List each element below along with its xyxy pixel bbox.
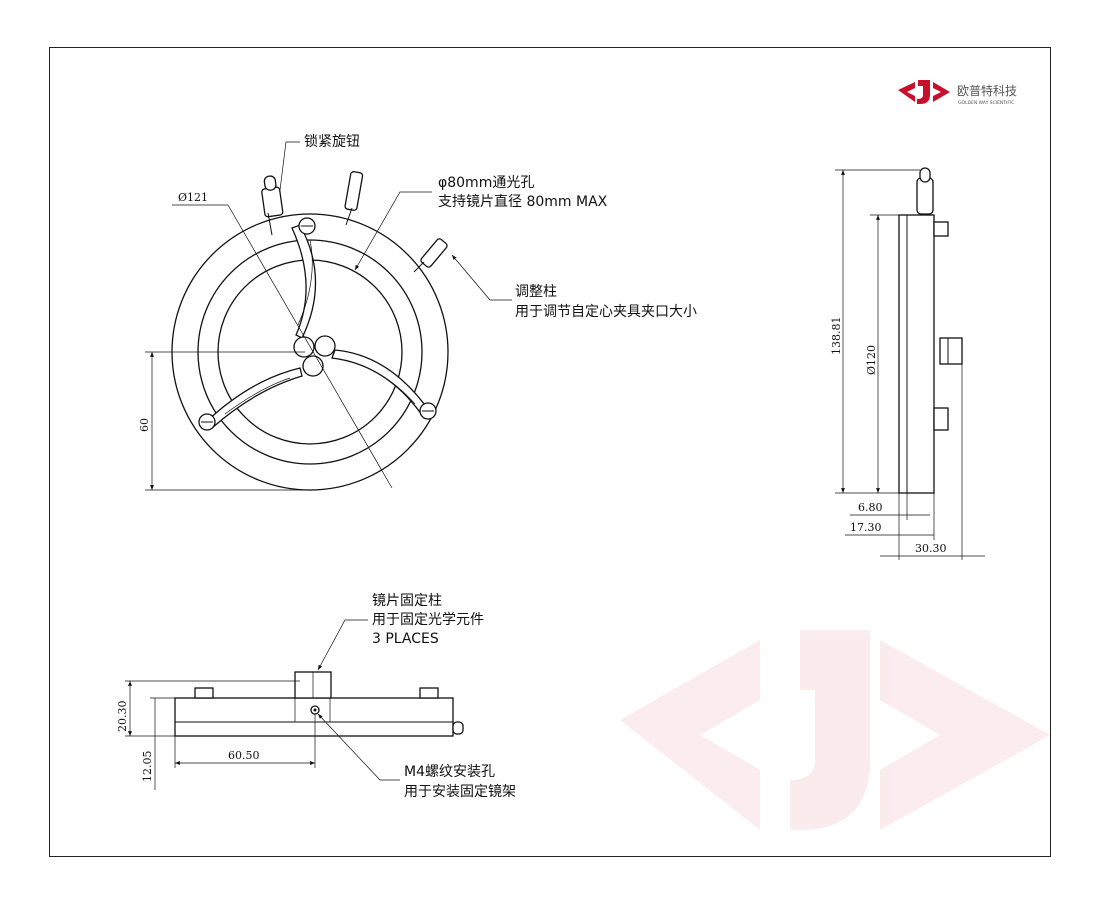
- roller-1: [293, 336, 315, 358]
- logo-mark-right: [933, 82, 950, 102]
- dim-bore: Ø120: [865, 345, 878, 375]
- side-post: [939, 337, 963, 365]
- dim-c: 30.30: [915, 542, 947, 555]
- label-adjust-2: 用于调节自定心夹具夹口大小: [515, 304, 697, 320]
- label-adjust-1: 调整柱: [515, 284, 557, 300]
- label-hole-2: 用于安装固定镜架: [404, 784, 516, 800]
- side-knob: [916, 177, 934, 215]
- jaw-arm-top: [291, 224, 317, 339]
- side-body: [898, 214, 935, 494]
- dim-b: 17.30: [850, 521, 882, 534]
- lock-knob: [261, 175, 284, 236]
- dim-h1: 20.30: [116, 701, 129, 733]
- label-post-1: 镜片固定柱: [372, 593, 442, 609]
- dim-h2: 12.05: [141, 751, 154, 783]
- bottom-plate: [174, 697, 454, 737]
- label-aperture-2: 支持镜片直径 80mm MAX: [438, 193, 608, 210]
- front-view: Ø121 60 锁紧旋钮 φ80mm通光孔 支持镜片直径 80mm MAX 调整…: [138, 134, 697, 491]
- side-tab-bottom: [933, 407, 949, 431]
- roller-3: [302, 355, 324, 377]
- dim-total-height: 138.81: [830, 317, 843, 356]
- diameter-dim-line: [227, 204, 393, 489]
- label-lock-knob: 锁紧旋钮: [304, 134, 360, 150]
- logo-cn: 欧普特科技: [957, 83, 1017, 98]
- label-hole-1: M4螺纹安装孔: [404, 764, 495, 780]
- roller-2: [314, 335, 336, 357]
- side-tab-top: [933, 221, 949, 237]
- adjust-post-right: [413, 238, 448, 273]
- dim-height: 60: [138, 418, 151, 432]
- bottom-view: 20.30 12.05 60.50 镜片固定柱 用于固定光学元件 3 PLACE…: [116, 593, 516, 800]
- company-logo: 欧普特科技 GOLDEN WAY SCIENTIFIC: [898, 80, 1017, 106]
- label-post-3: 3 PLACES: [372, 631, 439, 647]
- dim-outer-diameter: Ø121: [178, 191, 208, 204]
- drawing-frame: [49, 47, 1051, 857]
- dim-a: 6.80: [858, 501, 883, 514]
- logo-mark-mid: [917, 80, 930, 104]
- watermark-logo: [620, 630, 1050, 830]
- label-aperture-1: φ80mm通光孔: [438, 175, 534, 191]
- logo-mark-left: [898, 82, 915, 102]
- logo-en: GOLDEN WAY SCIENTIFIC: [958, 100, 1014, 106]
- side-view: 138.81 Ø120 6.80 17.30 30.30: [830, 167, 985, 560]
- label-post-2: 用于固定光学元件: [372, 612, 484, 628]
- dim-w: 60.50: [228, 749, 260, 762]
- adjust-post-top: [344, 171, 364, 226]
